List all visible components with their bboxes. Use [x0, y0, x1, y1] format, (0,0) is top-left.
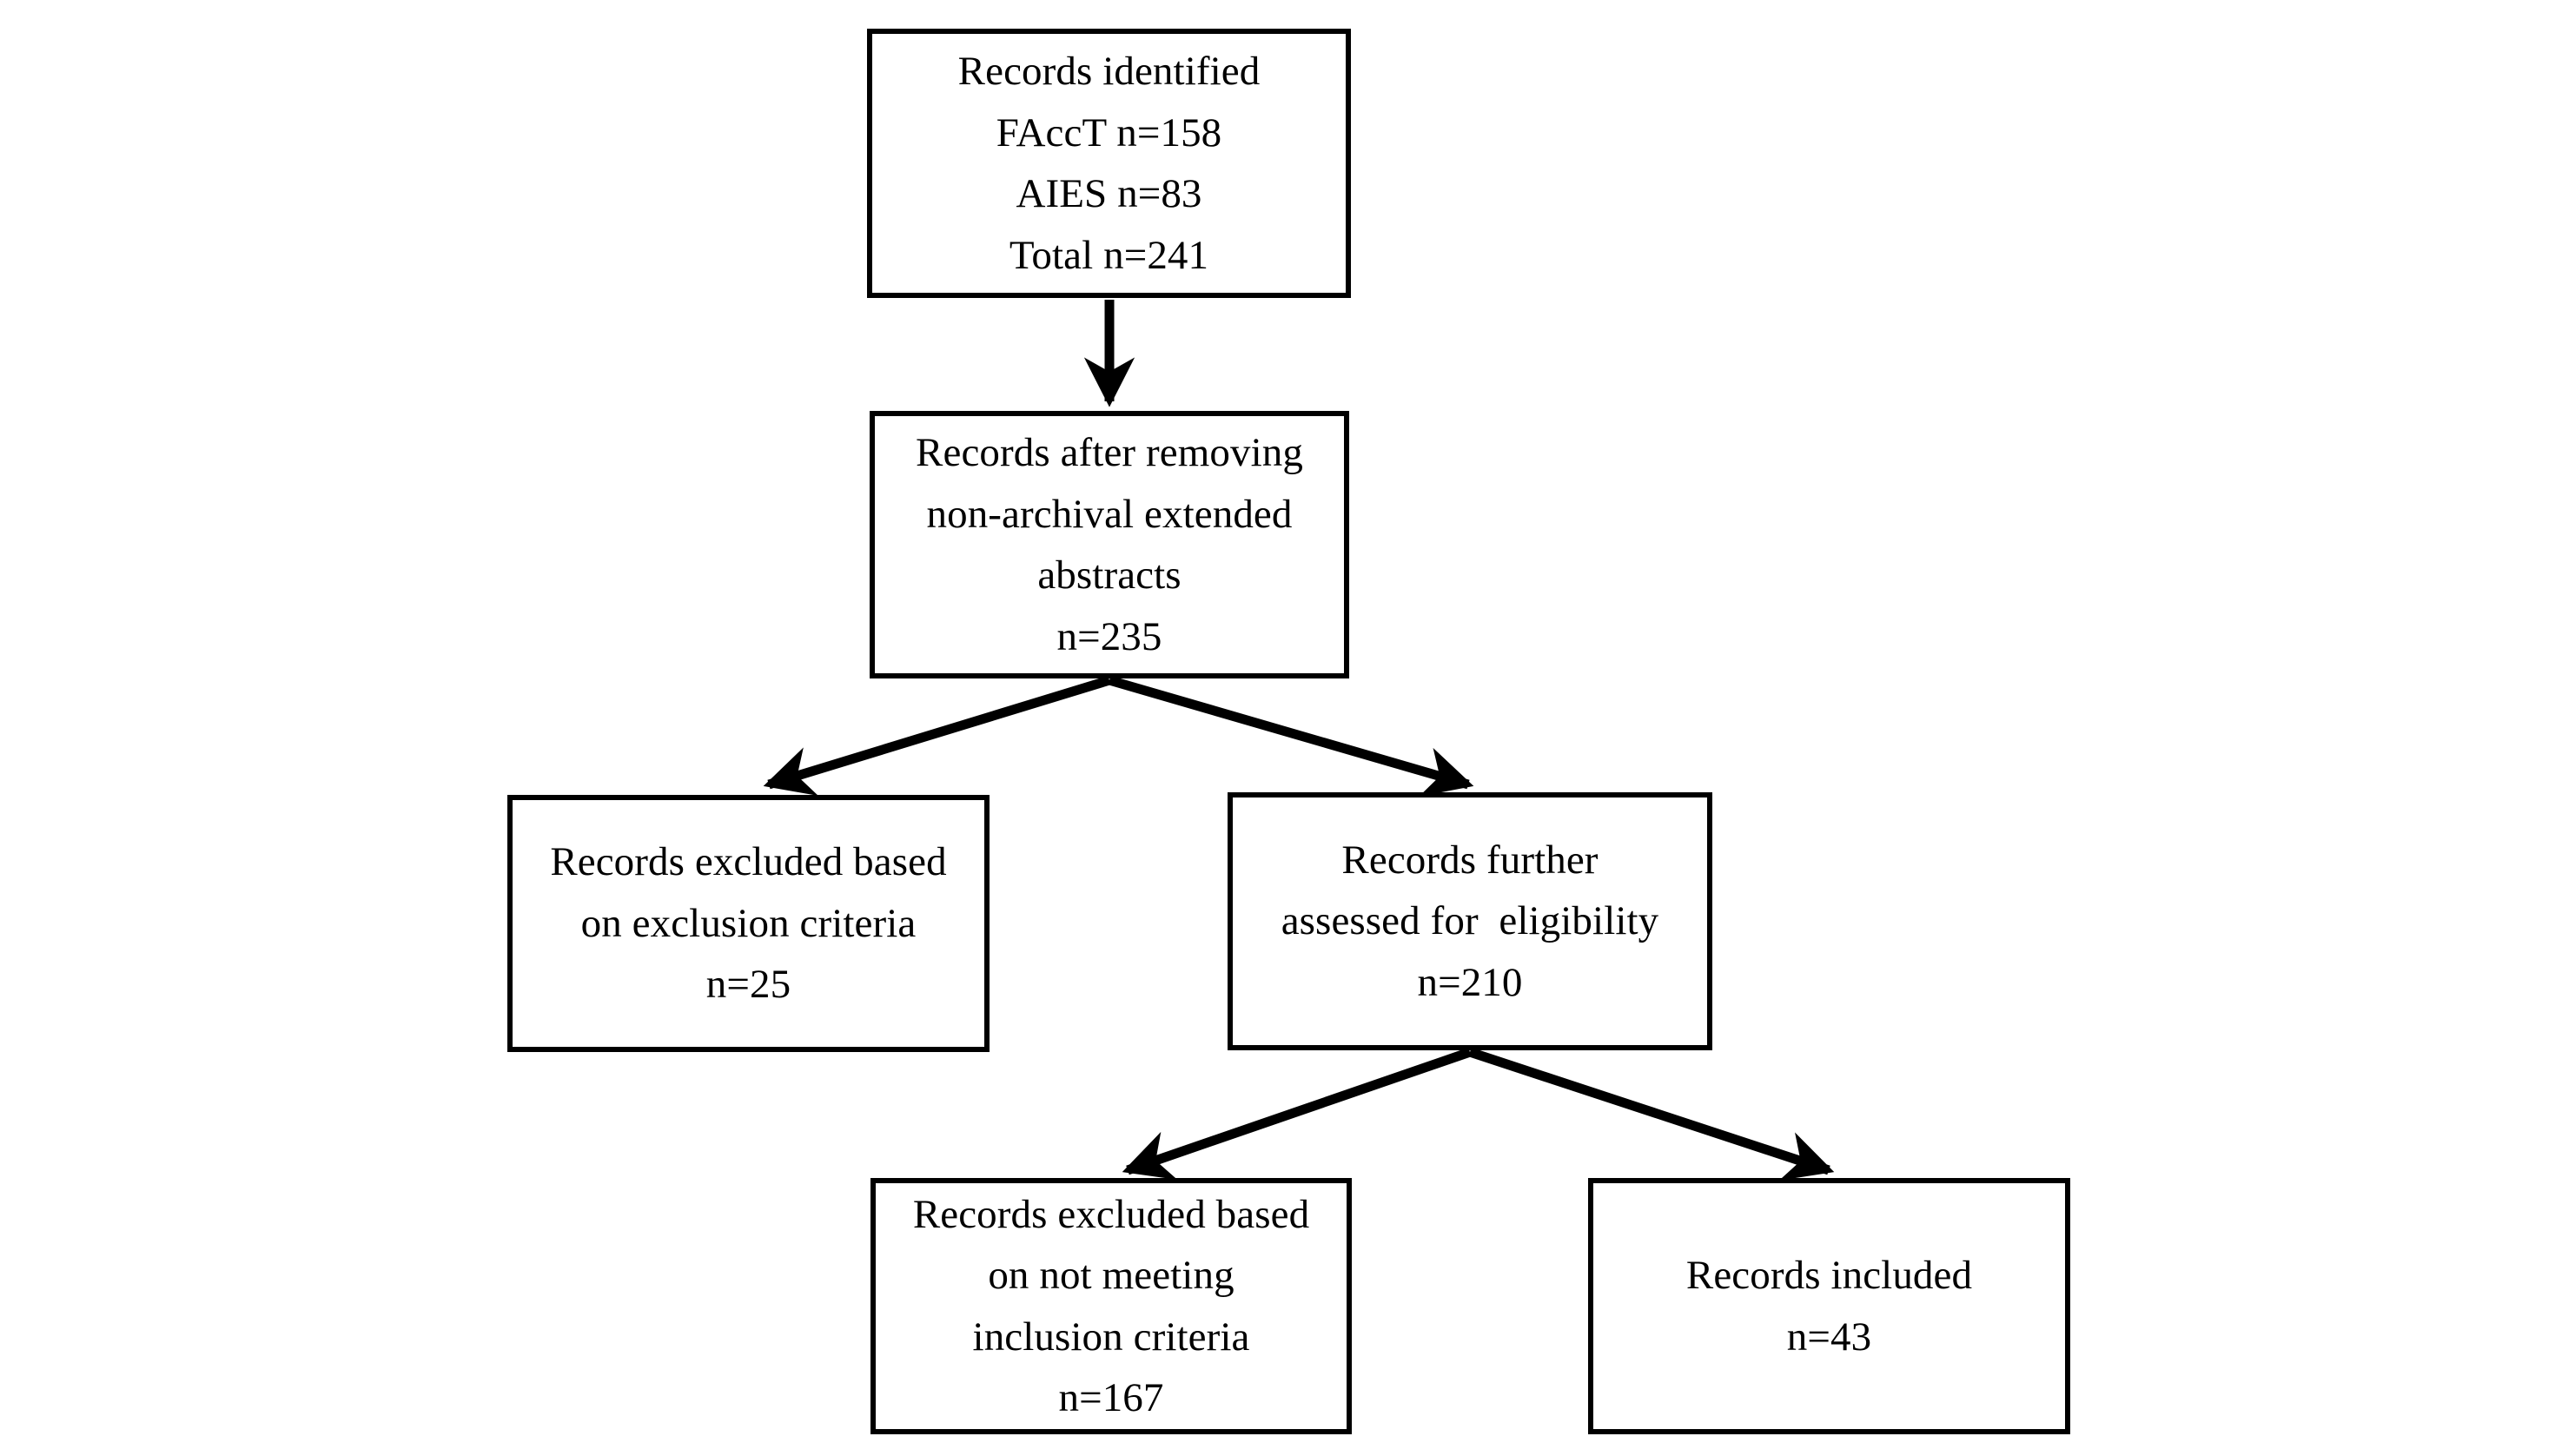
node-line: on not meeting [988, 1253, 1235, 1298]
node-records-excluded-inclusion-criteria: Records excluded based on not meeting in… [870, 1178, 1352, 1434]
node-records-identified: Records identified FAccT n=158 AIES n=83… [867, 29, 1351, 298]
node-records-included: Records included n=43 [1588, 1178, 2070, 1434]
node-line: Total n=241 [1009, 232, 1209, 278]
node-line: Records identified [957, 49, 1261, 94]
node-records-further-assessed-eligibility: Records further assessed for eligibility… [1228, 792, 1712, 1050]
node-line: Records after removing [916, 430, 1303, 475]
node-line: Records excluded based [912, 1191, 1310, 1237]
node-records-after-removing-non-archival: Records after removing non-archival exte… [870, 411, 1349, 678]
node-line: non-archival extended [926, 491, 1293, 537]
node-line: AIES n=83 [1016, 171, 1202, 216]
node-line: n=167 [1058, 1375, 1164, 1420]
edge-eligibility-to-excluded-inclusion [1122, 1047, 1472, 1181]
node-line: n=25 [705, 962, 791, 1008]
node-line: on exclusion criteria [580, 900, 917, 946]
node-line: assessed for eligibility [1281, 898, 1659, 944]
node-line: Records further [1341, 837, 1599, 883]
node-line: Records excluded based [550, 839, 947, 885]
node-line: inclusion criteria [972, 1314, 1250, 1360]
node-line: FAccT n=158 [996, 109, 1222, 156]
node-line: n=210 [1417, 959, 1523, 1005]
node-records-excluded-exclusion-criteria: Records excluded based on exclusion crit… [507, 795, 990, 1052]
edge-eligibility-to-included [1468, 1047, 1835, 1181]
node-line: n=235 [1056, 613, 1162, 659]
edge-after-removing-to-excluded-criteria [763, 675, 1111, 797]
node-line: n=43 [1786, 1314, 1872, 1360]
node-line: Records included [1685, 1253, 1973, 1298]
node-line: abstracts [1037, 553, 1182, 598]
edge-after-removing-to-eligibility [1108, 675, 1474, 797]
